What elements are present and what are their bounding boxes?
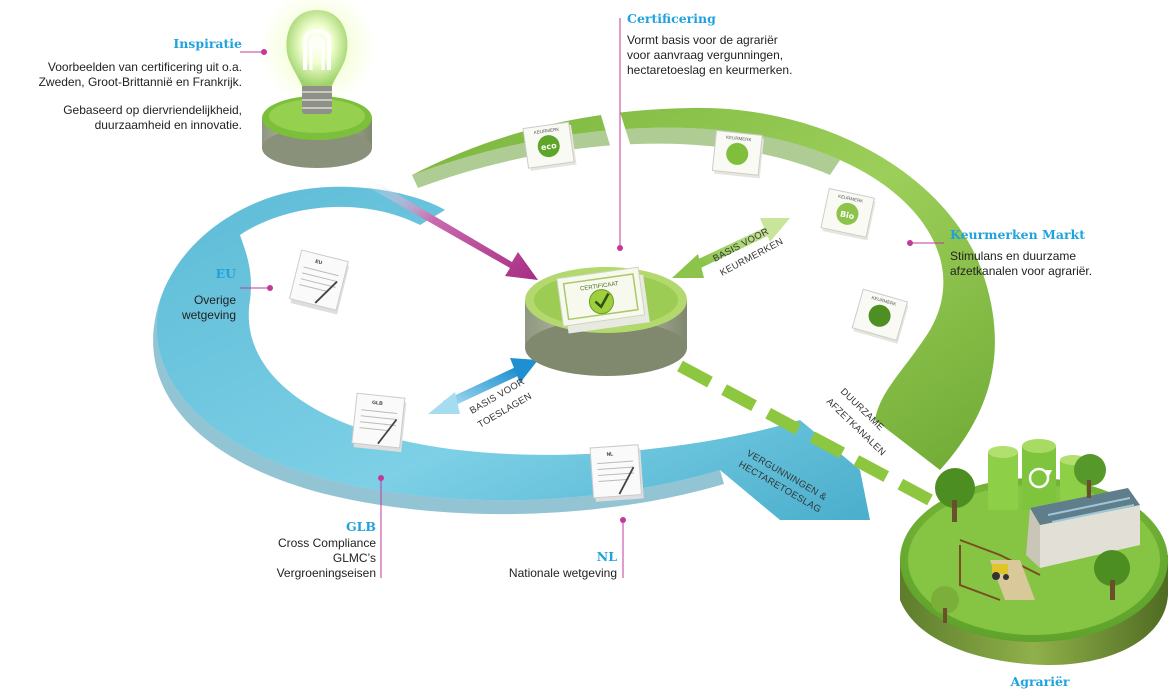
leader-lines <box>240 18 944 578</box>
svg-text:KEURMERK: KEURMERK <box>871 295 897 307</box>
eu-line: wetgeving <box>181 308 236 322</box>
keurmerken-arrow <box>672 218 790 278</box>
glb-block: GLB Cross Compliance GLMC’s Vergroenings… <box>230 519 376 581</box>
green-band <box>412 107 995 470</box>
nl-title: NL <box>596 549 617 564</box>
keurmerken-markt-line: Stimulans en duurzame <box>950 249 1077 263</box>
svg-text:KEURMERK: KEURMERK <box>534 127 560 136</box>
nl-line: Nationale wetgeving <box>508 566 617 580</box>
svg-text:GLB: GLB <box>372 400 384 407</box>
inspiratie-title: Inspiratie <box>173 36 242 51</box>
glb-title: GLB <box>345 519 376 534</box>
certificate-document: CERTIFICAAT <box>556 266 650 334</box>
keurmerk-doc-3: Bio KEURMERK <box>820 187 876 241</box>
green-band-gap <box>600 112 632 152</box>
glb-line: GLMC’s <box>332 551 376 565</box>
keurmerken-markt-line: afzetkanalen voor agrariër. <box>950 264 1093 278</box>
inspiratie-line: Zweden, Groot-Brittannië en Frankrijk. <box>38 75 242 89</box>
eu-document: EU <box>288 249 350 315</box>
svg-text:Bio: Bio <box>839 209 855 221</box>
keurmerk-doc-2: KEURMERK <box>711 130 764 179</box>
keurmerk-doc-4: KEURMERK <box>851 288 909 344</box>
nl-document: NL <box>589 444 644 502</box>
farm-platform <box>900 419 1168 665</box>
svg-text:KEURMERK: KEURMERK <box>726 135 752 143</box>
svg-text:NL: NL <box>606 451 613 457</box>
inspiratie-block: Inspiratie Voorbeelden van certificering… <box>20 36 242 133</box>
keurmerk-doc-1: eco KEURMERK <box>522 121 577 171</box>
toeslagen-arrow <box>428 358 538 414</box>
eu-title: EU <box>215 266 236 281</box>
certificering-title: Certificering <box>627 11 716 26</box>
glb-line: Cross Compliance <box>277 536 376 550</box>
certificering-line: hectaretoeslag en keurmerken. <box>627 63 793 77</box>
nl-block: NL Nationale wetgeving <box>460 549 617 581</box>
agrarier-title: Agrariër <box>1010 674 1070 689</box>
certificering-line: voor aanvraag vergunningen, <box>627 48 784 62</box>
svg-text:eco: eco <box>540 141 557 152</box>
inspiration-bulb <box>260 0 376 168</box>
inspiratie-line: duurzaamheid en innovatie. <box>94 118 242 132</box>
eu-block: EU Overige wetgeving <box>130 266 236 323</box>
blue-band <box>156 186 870 521</box>
agrarier-block: Agrariër <box>1000 674 1080 689</box>
glb-line: Vergroeningseisen <box>276 566 376 580</box>
certificate-label: CERTIFICAAT <box>580 281 620 292</box>
blue-band-edge <box>153 300 725 515</box>
glb-document: GLB <box>351 392 407 453</box>
keurmerken-markt-title: Keurmerken Markt <box>950 227 1085 242</box>
certificering-block: Certificering Vormt basis voor de agrari… <box>627 11 857 78</box>
inspiratie-line: Voorbeelden van certificering uit o.a. <box>47 60 242 74</box>
inspiration-arrow <box>366 178 538 280</box>
eu-line: Overige <box>193 293 236 307</box>
svg-text:EU: EU <box>314 259 323 267</box>
svg-text:KEURMERK: KEURMERK <box>838 194 864 204</box>
certificering-line: Vormt basis voor de agrariër <box>627 33 778 47</box>
keurmerken-markt-block: Keurmerken Markt Stimulans en duurzame a… <box>950 227 1160 279</box>
inspiratie-line: Gebaseerd op diervriendelijkheid, <box>63 103 242 117</box>
